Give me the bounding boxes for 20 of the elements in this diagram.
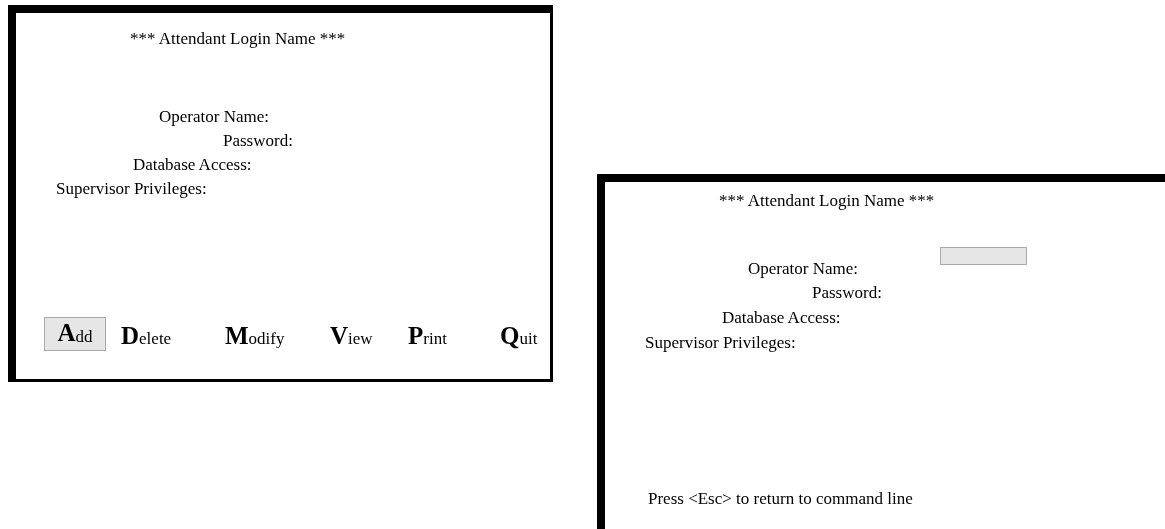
screen-panel (8, 5, 553, 382)
screen-title: *** Attendant Login Name *** (719, 192, 935, 211)
screen-title: *** Attendant Login Name *** (130, 30, 346, 49)
menu-button: Add (44, 317, 106, 351)
input-field (940, 247, 1027, 265)
field-label: Supervisor Privileges: (645, 334, 796, 353)
field-label: Password: (812, 284, 882, 303)
field-label: Password: (223, 132, 293, 151)
menu-option: Modify (225, 322, 285, 350)
menu-option: View (330, 322, 373, 350)
field-label: Operator Name: (748, 260, 858, 279)
instruction-text: Press <Esc> to return to command line (648, 490, 913, 509)
menu-option: Quit (500, 322, 538, 350)
field-label: Database Access: (722, 309, 841, 328)
menu-option: Print (408, 322, 447, 350)
menu-option: Delete (121, 322, 172, 350)
field-label: Operator Name: (159, 108, 269, 127)
field-label: Supervisor Privileges: (56, 180, 207, 199)
field-label: Database Access: (133, 156, 252, 175)
screen-panel (597, 174, 1165, 529)
